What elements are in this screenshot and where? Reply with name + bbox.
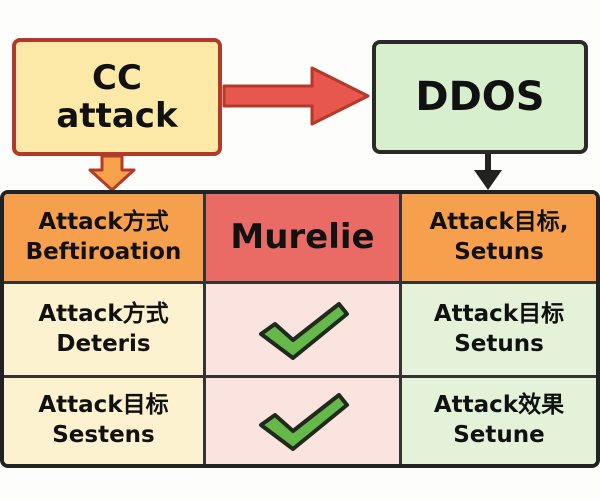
cc-attack-node: CC attack [12, 38, 222, 156]
ddos-label: DDOS [415, 74, 545, 120]
header-middle-cell: Murelie [206, 194, 402, 284]
row1-right-line1: Attack目标 [433, 300, 565, 327]
row2-middle-cell [206, 378, 402, 464]
checkmark-icon [258, 393, 349, 451]
checkmark-icon [258, 301, 349, 360]
cc-attack-line1: CC [92, 57, 142, 98]
header-middle-label: Murelie [230, 217, 375, 258]
row2-right-line2: Setune [453, 422, 545, 448]
row2-left-cell: Attack目标 Sestens [4, 378, 206, 464]
row2-right-line1: Attack效果 [433, 392, 565, 419]
row1-right-line2: Setuns [454, 330, 544, 357]
row1-left-line1: Attack方式 [38, 300, 169, 327]
arrow-ddos-down-stem [485, 154, 491, 172]
arrow-cc-to-ddos [222, 66, 370, 126]
arrow-ddos-down-head [474, 170, 502, 190]
row1-left-cell: Attack方式 Deteris [4, 284, 206, 378]
row1-left-line2: Deteris [56, 330, 151, 357]
cc-attack-line2: attack [56, 96, 178, 136]
header-right-line2: Setuns [454, 238, 544, 265]
row2-left-line1: Attack目标 [38, 392, 169, 419]
ddos-node: DDOS [372, 40, 588, 154]
row1-middle-cell [206, 284, 402, 378]
row1-right-cell: Attack目标 Setuns [402, 284, 596, 378]
connector-arrows [88, 66, 502, 192]
header-left-line2: Beftiroation [25, 238, 182, 265]
header-right-cell: Attack目标, Setuns [402, 194, 596, 284]
arrow-cc-down [88, 154, 136, 192]
header-right-line1: Attack目标, [429, 208, 569, 235]
header-left-cell: Attack方式 Beftiroation [4, 194, 206, 284]
row2-right-cell: Attack效果 Setune [402, 378, 596, 464]
row2-left-line2: Sestens [52, 422, 155, 448]
comparison-table: Attack方式 Beftiroation Murelie Attack目标, … [0, 190, 600, 468]
header-left-line1: Attack方式 [38, 208, 169, 235]
